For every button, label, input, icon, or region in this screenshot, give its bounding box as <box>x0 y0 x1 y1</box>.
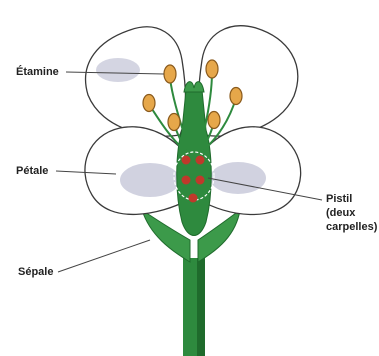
stem-shadow <box>197 258 205 356</box>
leader-line-sepale <box>58 240 150 272</box>
label-petale: Pétale <box>16 165 48 179</box>
petal-shade <box>96 58 140 82</box>
ovule <box>196 156 205 165</box>
label-pistil-line: (deux <box>326 207 377 221</box>
ovule <box>182 176 191 185</box>
ovule <box>196 176 205 185</box>
stigma <box>184 82 204 92</box>
label-pistil-line: carpelles) <box>326 221 377 235</box>
label-pistil-line: Pistil <box>326 193 377 207</box>
petal-shade <box>210 162 266 194</box>
ovule <box>182 156 191 165</box>
label-pistil: Pistil (deux carpelles) <box>326 193 377 234</box>
label-sepale: Sépale <box>18 266 53 280</box>
label-etamine: Étamine <box>16 66 59 80</box>
petal-shade <box>120 163 180 197</box>
anther <box>168 114 180 131</box>
anther <box>230 88 242 105</box>
anther <box>206 60 218 78</box>
ovule <box>189 194 198 203</box>
anther <box>143 95 155 112</box>
anther <box>164 65 176 83</box>
anther <box>208 112 220 129</box>
